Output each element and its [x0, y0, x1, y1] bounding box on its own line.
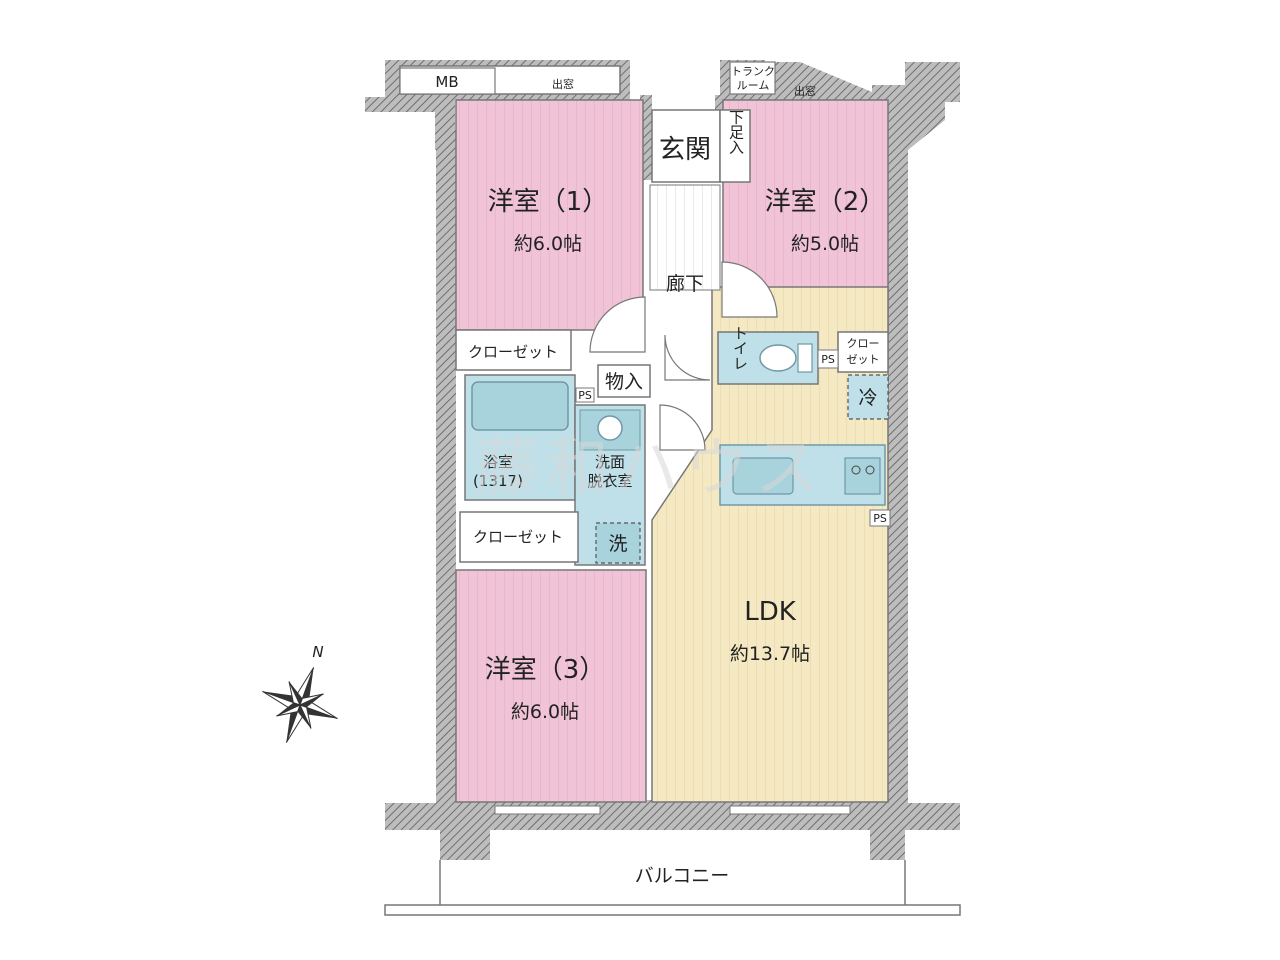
ps-shaft-bath [575, 387, 595, 403]
storage-closet [597, 364, 651, 398]
bath-spec-label: (1317) [473, 472, 523, 490]
balcony-label: バルコニー [635, 865, 730, 887]
compass-point [299, 704, 312, 729]
western-3-size: 約6.0帖 [511, 701, 579, 723]
door-swing [721, 261, 778, 318]
basin-bowl [597, 415, 623, 441]
burner [851, 465, 861, 475]
ldk-size: 約13.7帖 [730, 643, 810, 665]
balcony [384, 904, 961, 916]
western-1-size: 約6.0帖 [514, 233, 582, 255]
ps-label-kitchen: PS [873, 512, 887, 525]
door-swing [659, 404, 706, 451]
closet-3-label: クローゼット [473, 528, 563, 546]
window [494, 805, 601, 815]
bath-label: 浴室 [483, 453, 513, 471]
storage-label: 物入 [605, 371, 643, 393]
corridor-label: 廊下 [666, 273, 704, 295]
compass-rose: N [262, 643, 338, 743]
stove [844, 457, 881, 495]
fridge-label: 冷 [858, 387, 877, 409]
burner [865, 465, 875, 475]
ps-label-toilet: PS [821, 353, 835, 366]
closet-1-label: クローゼット [468, 343, 558, 361]
ldk-name: LDK [744, 597, 797, 627]
room-corridor [649, 184, 721, 291]
washer-space [595, 522, 641, 564]
closet-2-label-1: クロー [847, 337, 880, 350]
closet-1 [455, 329, 572, 371]
washroom-label-1: 洗面 [595, 453, 625, 471]
western-1-name: 洋室（1） [488, 187, 609, 217]
shoe-storage [719, 109, 751, 183]
trunk-room [729, 61, 776, 95]
compass-north-label: N [312, 643, 323, 661]
compass-point [300, 694, 324, 708]
bay-window-label-2: 出窓 [794, 84, 816, 98]
trunk-room-label-2: ルーム [737, 79, 770, 92]
ps-label-bath: PS [578, 389, 592, 402]
closet-2 [837, 331, 889, 373]
bay-window-label-1: 出窓 [552, 77, 574, 91]
closet-3 [459, 511, 579, 563]
compass-point [297, 705, 311, 729]
trunk-room-label-1: トランク [731, 65, 775, 78]
western-2-size: 約5.0帖 [791, 233, 859, 255]
washer-label: 洗 [608, 533, 627, 555]
door-swing [664, 334, 711, 381]
compass-point [299, 693, 324, 706]
toilet-bowl [759, 344, 797, 372]
toilet-label: トイレ [731, 326, 749, 371]
watermark: 藤和ハウス [475, 432, 825, 506]
shoe-storage-label: 下足入 [727, 110, 745, 155]
mb-closet [399, 67, 496, 95]
compass-point [289, 681, 303, 705]
toilet-tank [797, 343, 813, 373]
room-entrance [651, 109, 721, 183]
room-western-3 [455, 569, 647, 803]
ps-shaft-toilet [817, 349, 839, 369]
door-swing [589, 296, 646, 353]
kitchen-sink [732, 457, 794, 495]
room-ldk [651, 286, 889, 803]
washroom-label-2: 脱衣室 [587, 472, 632, 490]
closet-2-label-2: ゼット [847, 353, 880, 366]
window [729, 805, 851, 815]
bathtub [471, 381, 569, 431]
western-2-name: 洋室（2） [765, 187, 886, 217]
mb-label: MB [435, 73, 458, 91]
ps-shaft-kitchen [869, 509, 891, 527]
fridge-space [847, 374, 889, 420]
entrance-label: 玄関 [659, 135, 711, 165]
compass-point [288, 681, 301, 706]
western-3-name: 洋室（3） [485, 655, 606, 685]
compass-point [276, 702, 300, 716]
compass-point [276, 704, 301, 717]
